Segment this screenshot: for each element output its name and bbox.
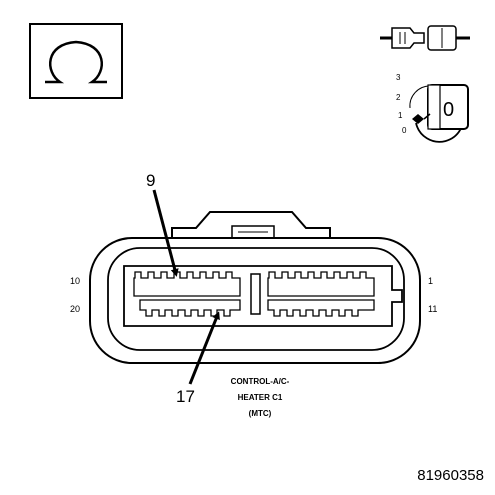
ignition-switch-icon: 3 2 1 0 0 <box>396 73 469 143</box>
connector-caption-line-1: CONTROL-A/C- <box>231 377 290 386</box>
ignition-position-1: 1 <box>398 111 403 120</box>
figure-number: 81960358 <box>417 467 484 484</box>
ohm-symbol-icon <box>29 23 123 99</box>
ignition-position-2: 2 <box>396 93 401 102</box>
ignition-position-0: 0 <box>402 126 407 135</box>
pin-label-20: 20 <box>70 304 80 314</box>
ignition-key-label: 0 <box>443 99 454 121</box>
pin-label-11: 11 <box>428 304 437 314</box>
connector-caption-line-3: (MTC) <box>249 409 272 418</box>
callout-9: 9 <box>146 171 155 190</box>
ignition-position-3: 3 <box>396 73 401 82</box>
connector-c1 <box>89 211 421 364</box>
pin-label-1: 1 <box>428 276 433 286</box>
callout-9-arrow <box>152 189 179 277</box>
disconnected-connector-icon <box>380 25 470 51</box>
callout-17-arrow <box>188 311 220 385</box>
connector-caption-line-2: HEATER C1 <box>238 393 283 402</box>
pin-label-10: 10 <box>70 276 80 286</box>
callout-17: 17 <box>176 387 195 406</box>
